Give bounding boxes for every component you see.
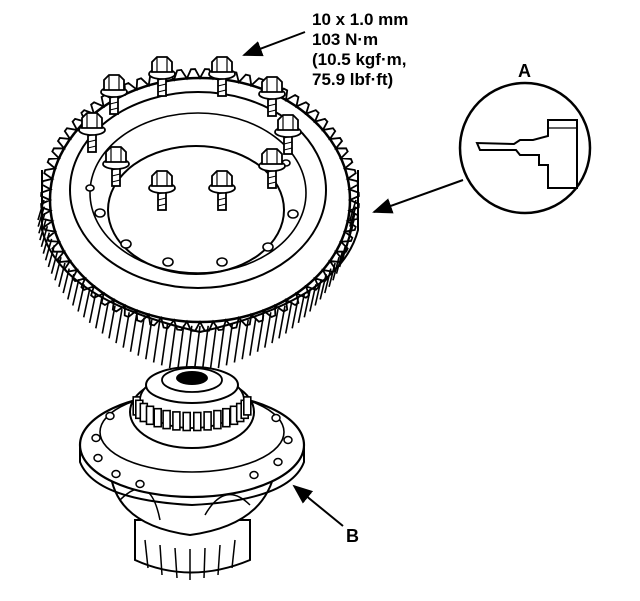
spec-torque-kgfm: (10.5 kgf·m, <box>312 50 407 69</box>
bolt <box>148 170 176 211</box>
helical-tooth-line <box>72 279 80 306</box>
helical-tooth-line <box>54 256 62 281</box>
helical-tooth-line <box>95 297 103 329</box>
helical-tooth-line <box>209 325 218 371</box>
helical-tooth-line <box>324 268 332 294</box>
spec-thread-size: 10 x 1.0 mm <box>312 10 409 29</box>
helical-tooth-line <box>115 308 123 344</box>
carrier-b-leader-arrow <box>292 484 344 527</box>
helical-tooth-line <box>225 323 234 366</box>
helical-tooth-line <box>129 314 138 352</box>
helical-tooth-line <box>50 250 59 274</box>
helical-tooth-line <box>193 325 201 375</box>
helical-tooth-line <box>137 317 145 356</box>
callout-label-b: B <box>346 526 359 546</box>
helical-tooth-line <box>88 293 97 324</box>
helical-tooth-line <box>349 206 357 227</box>
helical-tooth-line <box>101 301 110 334</box>
helical-tooth-line <box>47 244 56 268</box>
helical-tooth-line <box>241 319 249 360</box>
bolt <box>100 74 128 115</box>
bearing-roller <box>172 411 181 431</box>
leader-arrows <box>242 31 464 527</box>
helical-tooth-line <box>108 305 116 339</box>
bolt <box>78 112 106 153</box>
spec-leader-arrow <box>242 31 306 57</box>
helical-tooth-line <box>348 212 356 234</box>
helical-tooth-line <box>201 325 209 373</box>
helical-tooth-line <box>62 268 70 294</box>
bearing-roller <box>182 411 191 432</box>
bolt <box>208 56 236 97</box>
bolt <box>274 114 302 155</box>
helical-tooth-line <box>37 199 45 221</box>
helical-tooth-line <box>271 308 279 344</box>
bearing-roller <box>145 405 155 426</box>
helical-tooth-line <box>338 244 347 268</box>
helical-tooth-line <box>284 301 293 334</box>
bearing-roller <box>153 407 162 428</box>
helical-tooth-line <box>160 323 169 366</box>
helical-tooth-line <box>185 325 193 373</box>
bearing-roller <box>162 409 171 430</box>
helical-tooth-line <box>77 284 85 312</box>
helical-tooth-line <box>176 325 185 371</box>
bearing-roller <box>193 411 202 432</box>
carrier-bolt-holes <box>91 411 293 489</box>
bolt <box>258 76 286 117</box>
helical-tooth-line <box>82 288 91 318</box>
helical-tooth-line <box>319 273 327 300</box>
helical-tooth-line <box>152 321 161 363</box>
helical-tooth-line <box>233 321 242 363</box>
helical-tooth-line <box>37 206 45 227</box>
bolt <box>208 170 236 211</box>
helical-tooth-line <box>332 256 340 281</box>
callout-label-a: A <box>518 61 531 81</box>
differential-carrier <box>78 366 306 580</box>
helical-tooth-line <box>40 225 49 248</box>
bearing-roller <box>213 409 222 430</box>
torque-specification: 10 x 1.0 mm 103 N·m (10.5 kgf·m, 75.9 lb… <box>312 10 408 90</box>
spec-torque-nm: 103 N·m <box>312 30 379 49</box>
helical-tooth-line <box>303 288 312 318</box>
helical-tooth-line <box>309 284 317 312</box>
bearing-roller <box>222 407 231 428</box>
helical-tooth-line <box>264 312 272 348</box>
helical-tooth-line <box>42 232 51 254</box>
helical-tooth-line <box>349 199 357 221</box>
helical-tooth-line <box>58 262 66 287</box>
helical-tooth-line <box>217 324 226 369</box>
bearing-roller <box>203 411 212 431</box>
helical-tooth-line <box>278 305 286 339</box>
helical-tooth-line <box>335 250 344 274</box>
helical-tooth-line <box>168 324 177 369</box>
bearing-roller <box>243 396 252 416</box>
helical-tooth-line <box>39 219 47 241</box>
bolt <box>258 148 286 189</box>
helical-tooth-line <box>314 279 322 306</box>
ring-gear-bolts <box>78 56 302 211</box>
helical-tooth-line <box>256 314 265 352</box>
helical-tooth-line <box>38 212 46 234</box>
bolt <box>102 146 130 187</box>
helical-tooth-line <box>249 317 257 356</box>
helical-tooth-line <box>44 238 53 261</box>
helical-tooth-line <box>297 293 306 324</box>
helical-tooth-line <box>67 273 75 300</box>
bolt <box>148 56 176 97</box>
ring-gear <box>37 68 360 375</box>
helical-tooth-line <box>291 297 299 329</box>
helical-tooth-line <box>145 319 153 360</box>
helical-tooth-line <box>347 219 355 241</box>
detail-a-leader-arrow <box>372 179 464 214</box>
spec-torque-lbfft: 75.9 lbf·ft) <box>312 70 394 89</box>
ring-gear-bolt-holes <box>85 159 299 267</box>
helical-tooth-line <box>328 262 336 287</box>
detail-a-callout <box>458 81 592 215</box>
helical-tooth-line <box>122 312 130 348</box>
